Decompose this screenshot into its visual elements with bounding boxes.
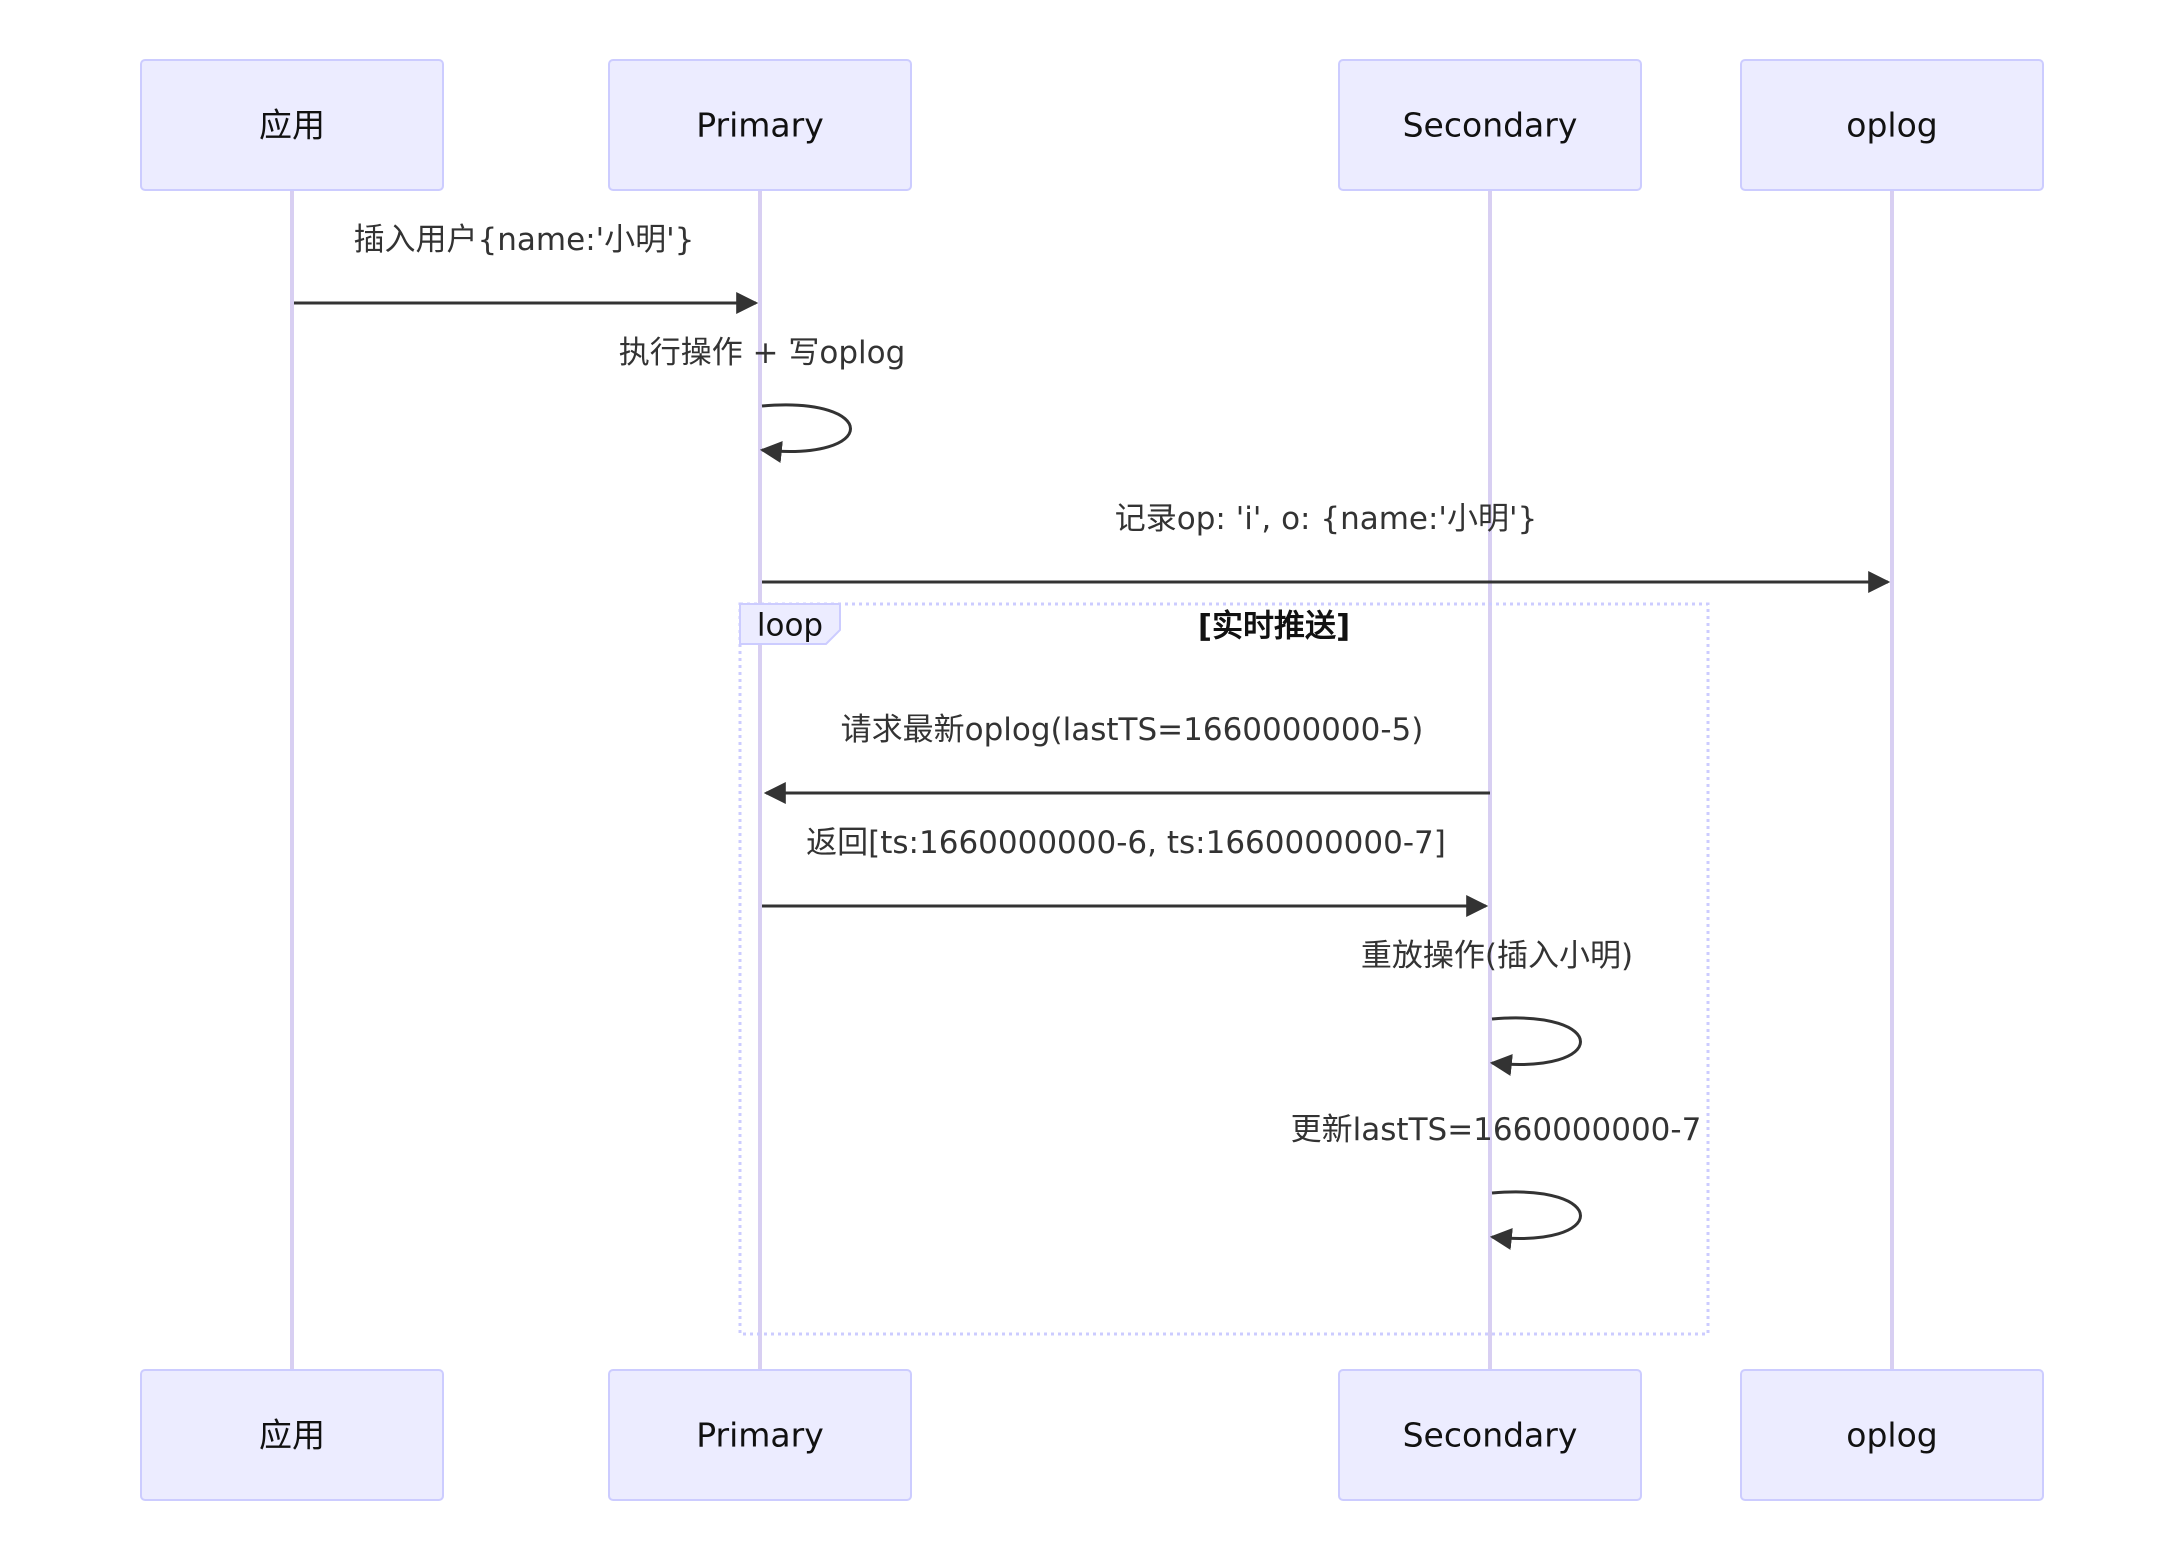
actor-primary-bottom: Primary	[608, 1369, 912, 1501]
message-return-entries: 返回[ts:1660000000-6, ts:1660000000-7]	[762, 825, 1489, 917]
self-message-arrow	[1489, 1016, 1582, 1076]
message-label: 更新lastTS=1660000000-7	[1291, 1112, 1702, 1148]
actor-app-bottom: 应用	[140, 1369, 444, 1501]
actor-label: oplog	[1846, 1416, 1937, 1455]
actor-label: Secondary	[1403, 1416, 1578, 1455]
message-update-lastts: 更新lastTS=1660000000-7	[1291, 1112, 1702, 1250]
loop-tag	[739, 603, 841, 645]
message-request-oplog: 请求最新oplog(lastTS=1660000000-5)	[763, 712, 1490, 804]
actor-secondary-bottom: Secondary	[1338, 1369, 1642, 1501]
actor-app-top: 应用	[140, 59, 444, 191]
loop-keyword: loop	[757, 608, 823, 644]
message-execute-write-oplog: 执行操作 + 写oplog	[619, 335, 906, 463]
message-replay-operation: 重放操作(插入小明)	[1361, 938, 1633, 1076]
actor-secondary-top: Secondary	[1338, 59, 1642, 191]
self-message-arrow	[759, 403, 852, 463]
actor-label: Primary	[696, 106, 824, 145]
message-label: 返回[ts:1660000000-6, ts:1660000000-7]	[806, 825, 1446, 861]
actor-primary-top: Primary	[608, 59, 912, 191]
actor-oplog-bottom: oplog	[1740, 1369, 2044, 1501]
loop-frame: loop [实时推送]	[738, 602, 1710, 1336]
actor-label: 应用	[259, 106, 325, 145]
message-record-op: 记录op: 'i', o: {name:'小明'}	[762, 501, 1891, 593]
message-label: 重放操作(插入小明)	[1361, 938, 1633, 974]
loop-condition: [实时推送]	[1198, 609, 1350, 645]
actor-label: Secondary	[1403, 106, 1578, 145]
actor-oplog-top: oplog	[1740, 59, 2044, 191]
actor-label: 应用	[259, 1416, 325, 1455]
actor-label: Primary	[696, 1416, 824, 1455]
message-label: 插入用户{name:'小明'}	[354, 222, 695, 258]
message-label: 执行操作 + 写oplog	[619, 335, 906, 371]
message-label: 记录op: 'i', o: {name:'小明'}	[1115, 501, 1537, 537]
message-label: 请求最新oplog(lastTS=1660000000-5)	[841, 712, 1424, 748]
message-insert-user: 插入用户{name:'小明'}	[294, 222, 759, 314]
self-message-arrow	[1489, 1190, 1582, 1250]
actor-label: oplog	[1846, 106, 1937, 145]
